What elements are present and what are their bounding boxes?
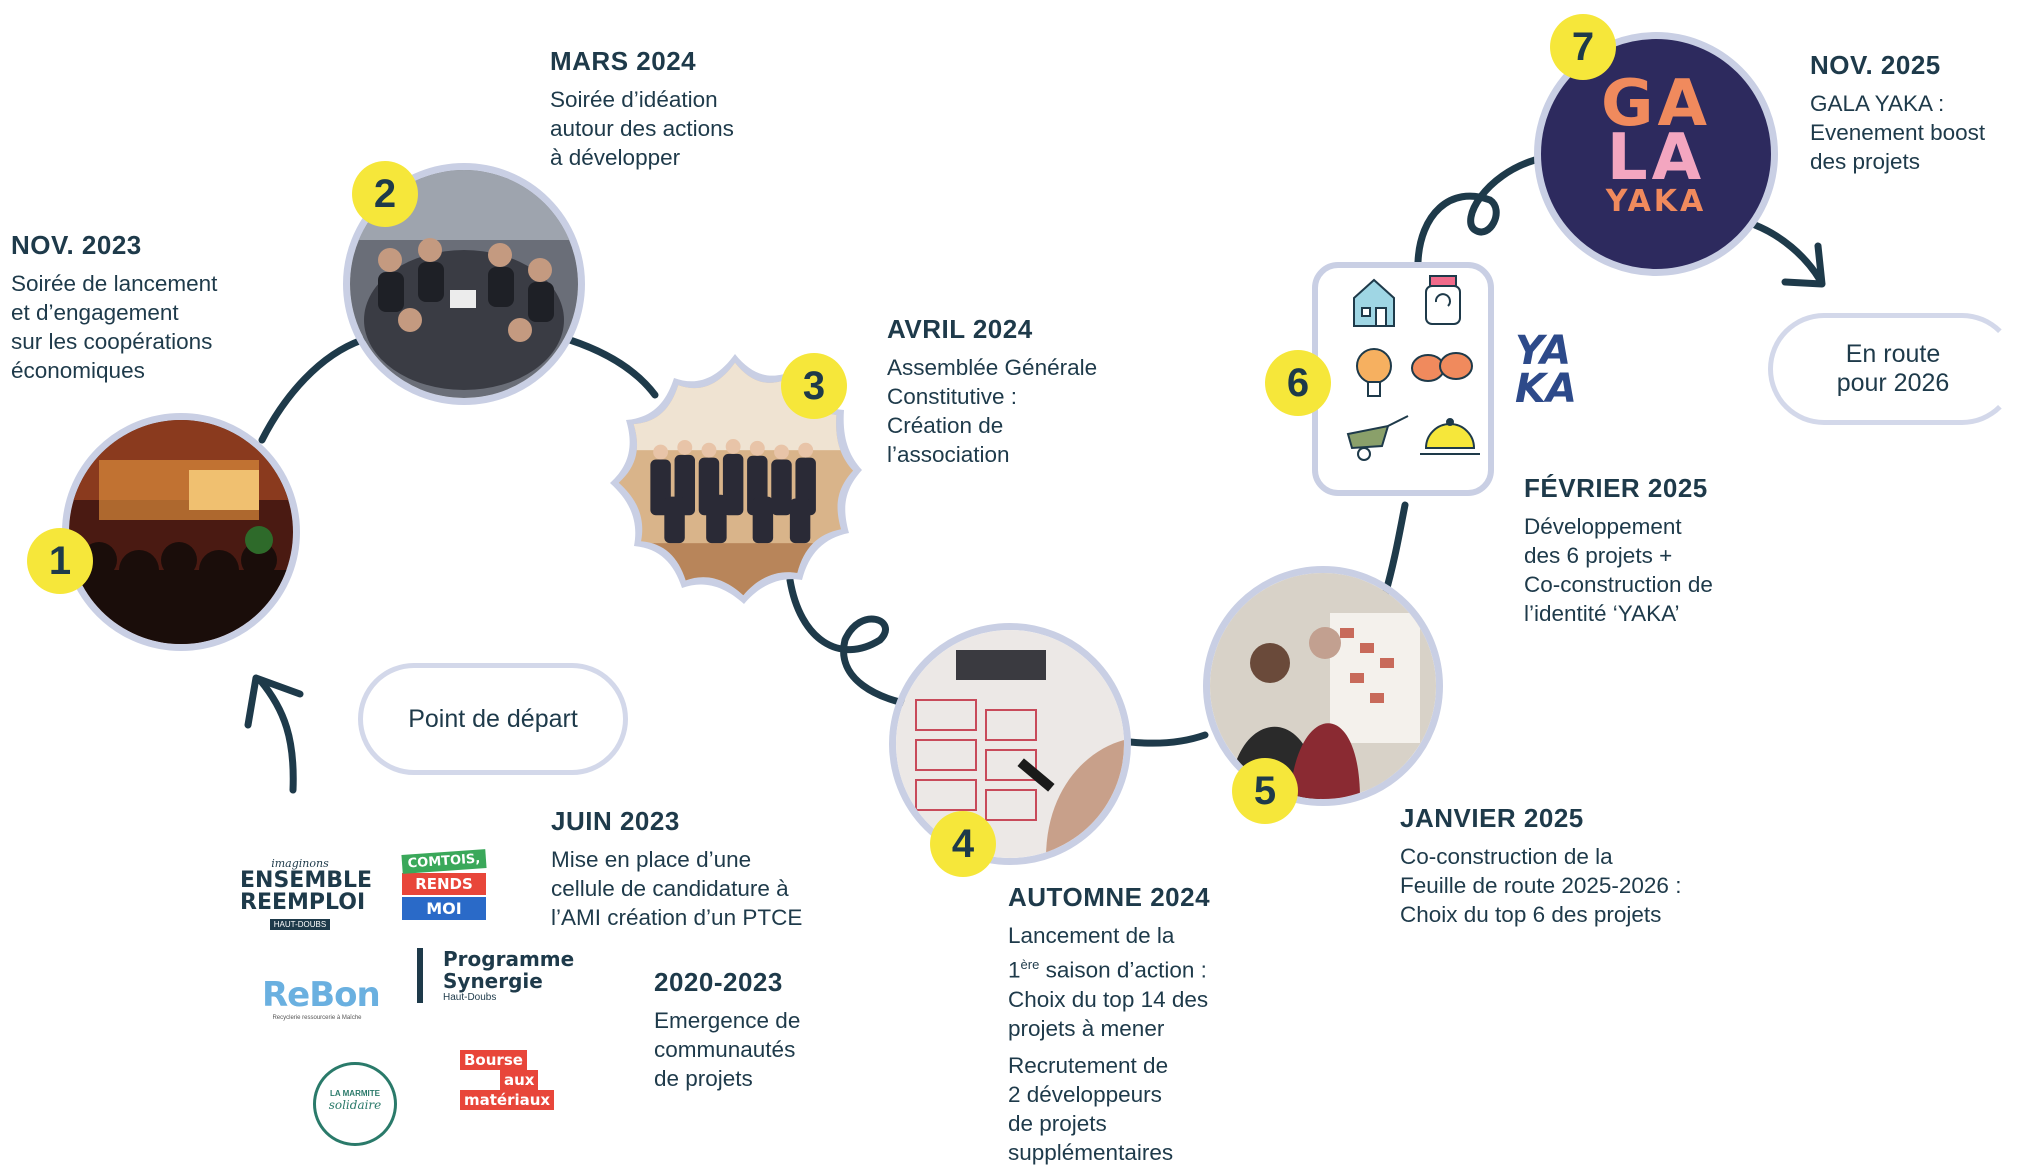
milestone-6-text: FÉVRIER 2025 Développement des 6 projets… [1524,473,1713,626]
photo-action-season [889,623,1131,865]
badge-3: 3 [781,353,847,419]
group-photo-illustration [610,354,862,604]
photo-roadmap-coconstruction [1203,566,1443,806]
end-arrow [1751,221,1826,288]
badge-6: 6 [1265,350,1331,416]
milestone-4-text: AUTOMNE 2024 Lancement de la 1ère saison… [1008,882,1211,1165]
logo-ensemble-reemploi: imaginons ENSEMBLE REEMPLOI HAUT-DOUBS [240,857,373,930]
house-icon [1353,278,1395,327]
badge-7: 7 [1550,14,1616,80]
milestone-6-date: FÉVRIER 2025 [1524,473,1708,503]
workshop-photo-illustration [896,630,1124,858]
crowd-photo-illustration [69,420,293,644]
projects-icon-grid [1346,275,1480,461]
emergence-date: 2020-2023 [654,967,783,997]
logo-la-marmite-solidaire: LA MARMITE solidaire [313,1062,397,1146]
projects-icon-box [1312,262,1494,496]
gala-yaka-logo: GA LA YAKA [1534,32,1778,276]
origin-text: JUIN 2023 Mise en place d’une cellule de… [551,806,803,930]
milestone-2-date: MARS 2024 [550,46,697,76]
yaka-logo: YA KA [1515,328,1577,412]
milestone-1-text: NOV. 2023 Soirée de lancement et d’engag… [11,230,218,383]
milestone-1-date: NOV. 2023 [11,230,142,260]
photo-launch-evening [62,413,300,651]
origin-date: JUIN 2023 [551,806,680,836]
milestone-3-text: AVRIL 2024 Assemblée Générale Constituti… [887,314,1098,467]
start-pill: Point de départ [358,663,628,775]
wheelbarrow-icon [1346,415,1409,461]
gala-logo-line1: GA [1600,67,1712,141]
lightbulb-icon [1356,348,1392,397]
badge-1: 1 [27,528,93,594]
logo-programme-synergie: Programme Synergie Haut-Doubs [417,948,593,1003]
logo-comtois-rends-moi: COMTOIS, RENDS MOI [401,849,487,920]
gala-logo-line3: YAKA [1605,184,1707,219]
milestone-5-text: JANVIER 2025 Co-construction de la Feuil… [1400,803,1682,927]
cloche-icon [1420,418,1480,455]
milestone-7-date: NOV. 2025 [1810,50,1941,80]
milestone-3-date: AVRIL 2024 [887,314,1033,344]
milestone-7-text: NOV. 2025 GALA YAKA : Evenement boost de… [1810,50,1986,174]
milestone-2-text: MARS 2024 Soirée d’idéation autour des a… [550,46,734,170]
milestone-5-date: JANVIER 2025 [1400,803,1584,833]
logo-bourse-aux-materiaux: Bourse aux matériaux [460,1050,560,1110]
gala-logo-line2: LA [1606,121,1706,195]
emergence-text: 2020-2023 Emergence de communautés de pr… [654,967,801,1091]
badge-5: 5 [1232,758,1298,824]
badge-4: 4 [930,811,996,877]
jar-icon [1425,275,1461,325]
photo-general-assembly [604,348,866,610]
milestone-4-date: AUTOMNE 2024 [1008,882,1211,912]
speech-bubbles-icon [1411,352,1473,382]
badge-2: 2 [352,161,418,227]
roadmap-photo-illustration [1210,573,1436,799]
start-arrow [244,674,304,794]
logo-rebon: ReBon Recyclerie ressourcerie à Maîche [262,975,381,1021]
